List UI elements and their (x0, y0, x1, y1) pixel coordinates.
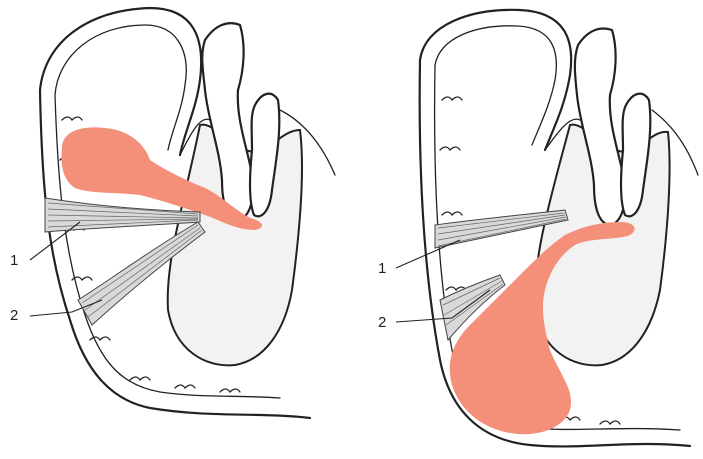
right-label-2: 2 (378, 314, 386, 331)
left-label-1: 1 (10, 252, 18, 269)
left-panel: 1 2 (10, 8, 335, 418)
right-label-1: 1 (378, 260, 386, 277)
left-label-2: 2 (10, 307, 18, 324)
right-leader-1 (396, 240, 460, 268)
right-panel: 1 2 (378, 10, 698, 447)
